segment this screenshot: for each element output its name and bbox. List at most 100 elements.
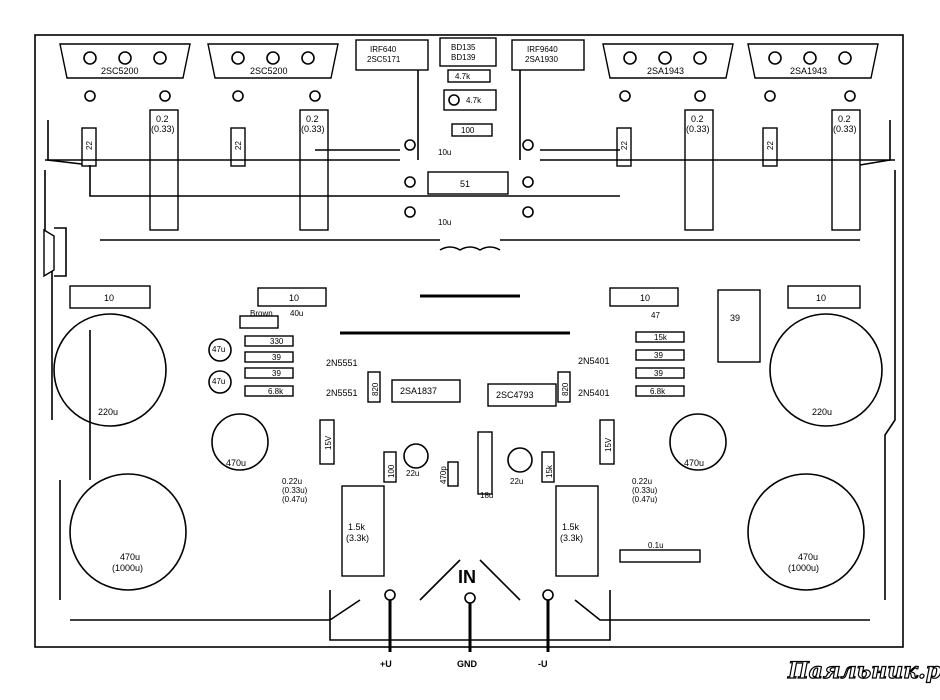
svg-text:470p: 470p [439,466,448,484]
svg-text:330: 330 [270,337,284,346]
right-output-resistor: 10 10 39 [609,285,861,363]
svg-text:39: 39 [730,313,740,323]
svg-text:15k: 15k [545,464,554,478]
svg-text:(1000u): (1000u) [788,563,819,573]
svg-text:2SA1837: 2SA1837 [400,386,437,396]
svg-text:(0.33u): (0.33u) [282,486,308,495]
svg-text:0.2: 0.2 [691,114,704,124]
svg-text:22: 22 [766,141,775,150]
svg-text:1.5k: 1.5k [348,522,366,532]
svg-text:47u: 47u [212,377,225,386]
svg-text:0.22u: 0.22u [632,477,652,486]
svg-text:15k: 15k [654,333,668,342]
cap-220-left: 220u [53,313,167,427]
transistor-q4: BD135 BD139 [439,37,497,67]
svg-text:22: 22 [620,141,629,150]
svg-text:2N5551: 2N5551 [326,388,358,398]
svg-text:6.8k: 6.8k [650,387,666,396]
svg-text:220u: 220u [98,407,118,417]
svg-text:(0.47u): (0.47u) [632,495,658,504]
q5-label-b: 2SA1930 [525,55,558,64]
svg-text:100: 100 [461,126,475,135]
svg-text:(0.33): (0.33) [151,124,175,134]
svg-text:39: 39 [272,369,281,378]
svg-text:(0.33u): (0.33u) [632,486,658,495]
inductor [439,246,501,251]
svg-text:39: 39 [272,353,281,362]
svg-text:51: 51 [460,179,470,189]
svg-text:22: 22 [234,141,243,150]
transistor-q3: IRF640 2SC5171 [355,39,429,71]
svg-text:(0.47u): (0.47u) [282,495,308,504]
svg-text:0.2: 0.2 [306,114,319,124]
svg-text:2N5401: 2N5401 [578,388,610,398]
transistor-q1: 2SC5200 [59,43,191,79]
svg-text:10: 10 [104,293,114,303]
transistor-q5: IRF9640 2SA1930 [511,39,585,71]
q1-label: 2SC5200 [101,66,139,76]
svg-text:40u: 40u [290,309,303,318]
svg-text:(3.3k): (3.3k) [560,533,583,543]
res-15k-left: 1.5k (3.3k) [341,485,385,577]
trace-bridge [340,294,570,335]
watermark: Паяльник.ру [787,658,940,684]
svg-text:(0.33): (0.33) [686,124,710,134]
svg-text:(0.33): (0.33) [301,124,325,134]
left-small-parts: 15V 100 0.22u (0.33u) (0.47u) 22u 470p [282,419,459,504]
svg-text:1.5k: 1.5k [562,522,580,532]
q6-label: 2SA1943 [647,66,684,76]
terminal-pos: +U [380,659,392,669]
emitter-resistor-l2: 0.2 (0.33) [299,109,329,231]
svg-text:(3.3k): (3.3k) [346,533,369,543]
svg-text:220u: 220u [812,407,832,417]
svg-text:15V: 15V [604,437,613,452]
svg-text:4.7k: 4.7k [466,96,482,105]
svg-text:2N5551: 2N5551 [326,358,358,368]
cap-470-left: 470u [211,413,269,471]
svg-text:47u: 47u [212,345,225,354]
svg-text:0.2: 0.2 [156,114,169,124]
svg-text:0.1u: 0.1u [648,541,664,550]
left-driver-block: Brown 40u 330 39 39 6.8k 47u 47u 2N5551 … [208,309,461,403]
q4-label-b: BD139 [451,53,476,62]
base-resistors: 22 22 22 22 [81,127,778,167]
top-pads [84,90,856,102]
svg-text:470u: 470u [798,552,818,562]
cap-470-right: 470u [669,413,727,471]
power-terminals: +U GND -U [380,589,554,669]
q7-label: 2SA1943 [790,66,827,76]
res-15k-right: 1.5k (3.3k) [555,485,599,577]
svg-text:820: 820 [371,382,380,396]
cap-big-right: 470u (1000u) [747,473,865,591]
emitter-resistor-r2: 0.2 (0.33) [831,109,861,231]
q3-label-b: 2SC5171 [367,55,401,64]
svg-text:4.7k: 4.7k [455,72,471,81]
svg-text:470u: 470u [226,458,246,468]
right-small-parts: 15V 15k 0.22u (0.33u) (0.47u) 18u 22u [477,419,658,504]
svg-text:10: 10 [289,293,299,303]
svg-text:39: 39 [654,369,663,378]
trace-top [89,149,860,241]
terminal-neg: -U [538,659,548,669]
svg-text:22u: 22u [406,469,419,478]
svg-text:47: 47 [651,311,660,320]
input-label: IN [458,567,476,587]
q4-label-a: BD135 [451,43,476,52]
svg-text:18u: 18u [480,491,493,500]
trace-top-2 [45,70,895,161]
trace-outer [44,170,896,600]
left-output-resistor: 10 10 [69,285,327,309]
speaker-icon [43,227,67,278]
transistor-q6: 2SA1943 [602,43,734,79]
svg-text:470u: 470u [120,552,140,562]
svg-text:(0.33): (0.33) [833,124,857,134]
emitter-resistor-l1: 0.2 (0.33) [149,109,179,231]
svg-text:0.22u: 0.22u [282,477,302,486]
svg-text:2SC4793: 2SC4793 [496,390,534,400]
svg-text:39: 39 [654,351,663,360]
q5-label-a: IRF9640 [527,45,558,54]
right-driver-block: 47 15k 39 39 6.8k 2N5401 2N5401 820 2SC4… [487,311,685,407]
bias-network: 4.7k 4.7k 100 10u 51 10u [404,69,534,227]
svg-text:15V: 15V [324,435,333,450]
